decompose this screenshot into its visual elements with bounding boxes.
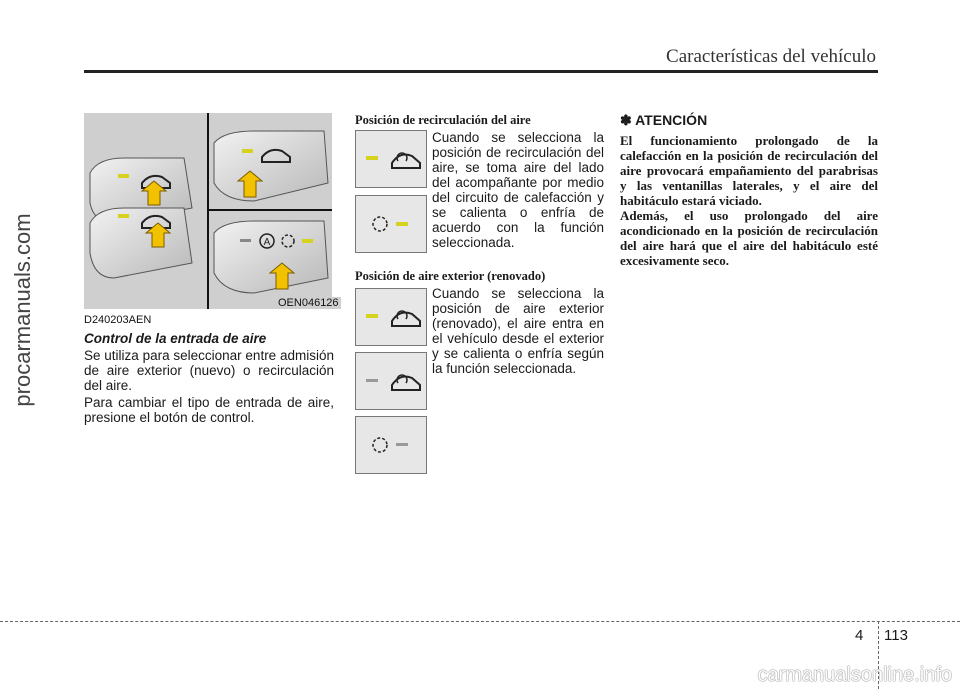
section-paragraph-2: Para cambiar el tipo de entrada de aire,… (84, 395, 334, 425)
footer-dashed-line (0, 621, 960, 622)
fresh-text: Cuando se selecciona la posición de aire… (432, 286, 604, 376)
attention-icon: ✽ (620, 112, 632, 128)
bottom-watermark: carmanualsonline.info (757, 664, 952, 686)
recirc-button-illustration (355, 130, 427, 188)
section-title: Control de la entrada de aire (84, 331, 267, 346)
fresh-heading: Posición de aire exterior (renovado) (355, 269, 546, 283)
footer-vertical-line (878, 621, 879, 689)
header-rule (84, 70, 878, 73)
attention-body: El funcionamiento prolongado de la calef… (620, 133, 878, 268)
attention-heading: ✽ ATENCIÓN (620, 112, 707, 129)
air-intake-figure: A (84, 113, 332, 309)
side-watermark: procarmanuals.com (10, 213, 35, 407)
page-number: 113 (884, 627, 908, 644)
header-title: Características del vehículo (666, 46, 876, 67)
recirc-off-illustration (355, 352, 427, 410)
figure-code: OEN046126 (276, 297, 341, 309)
recirc-text: Cuando se selecciona la posición de reci… (432, 130, 604, 250)
section-paragraph-1: Se utiliza para seleccionar entre admisi… (84, 348, 334, 393)
fresh-off-illustration (355, 195, 427, 253)
fresh-air-illustration (355, 416, 427, 474)
attention-paragraph-1: El funcionamiento prolongado de la calef… (620, 133, 878, 208)
recirc-heading: Posición de recirculación del aire (355, 113, 531, 127)
chapter-number: 4 (855, 627, 864, 644)
section-code: D240203AEN (84, 314, 152, 326)
attention-title: ATENCIÓN (635, 112, 708, 128)
recirc-on-illustration (355, 288, 427, 346)
attention-paragraph-2: Además, el uso prolongado del aire acond… (620, 208, 878, 268)
a-badge: A (264, 237, 271, 248)
